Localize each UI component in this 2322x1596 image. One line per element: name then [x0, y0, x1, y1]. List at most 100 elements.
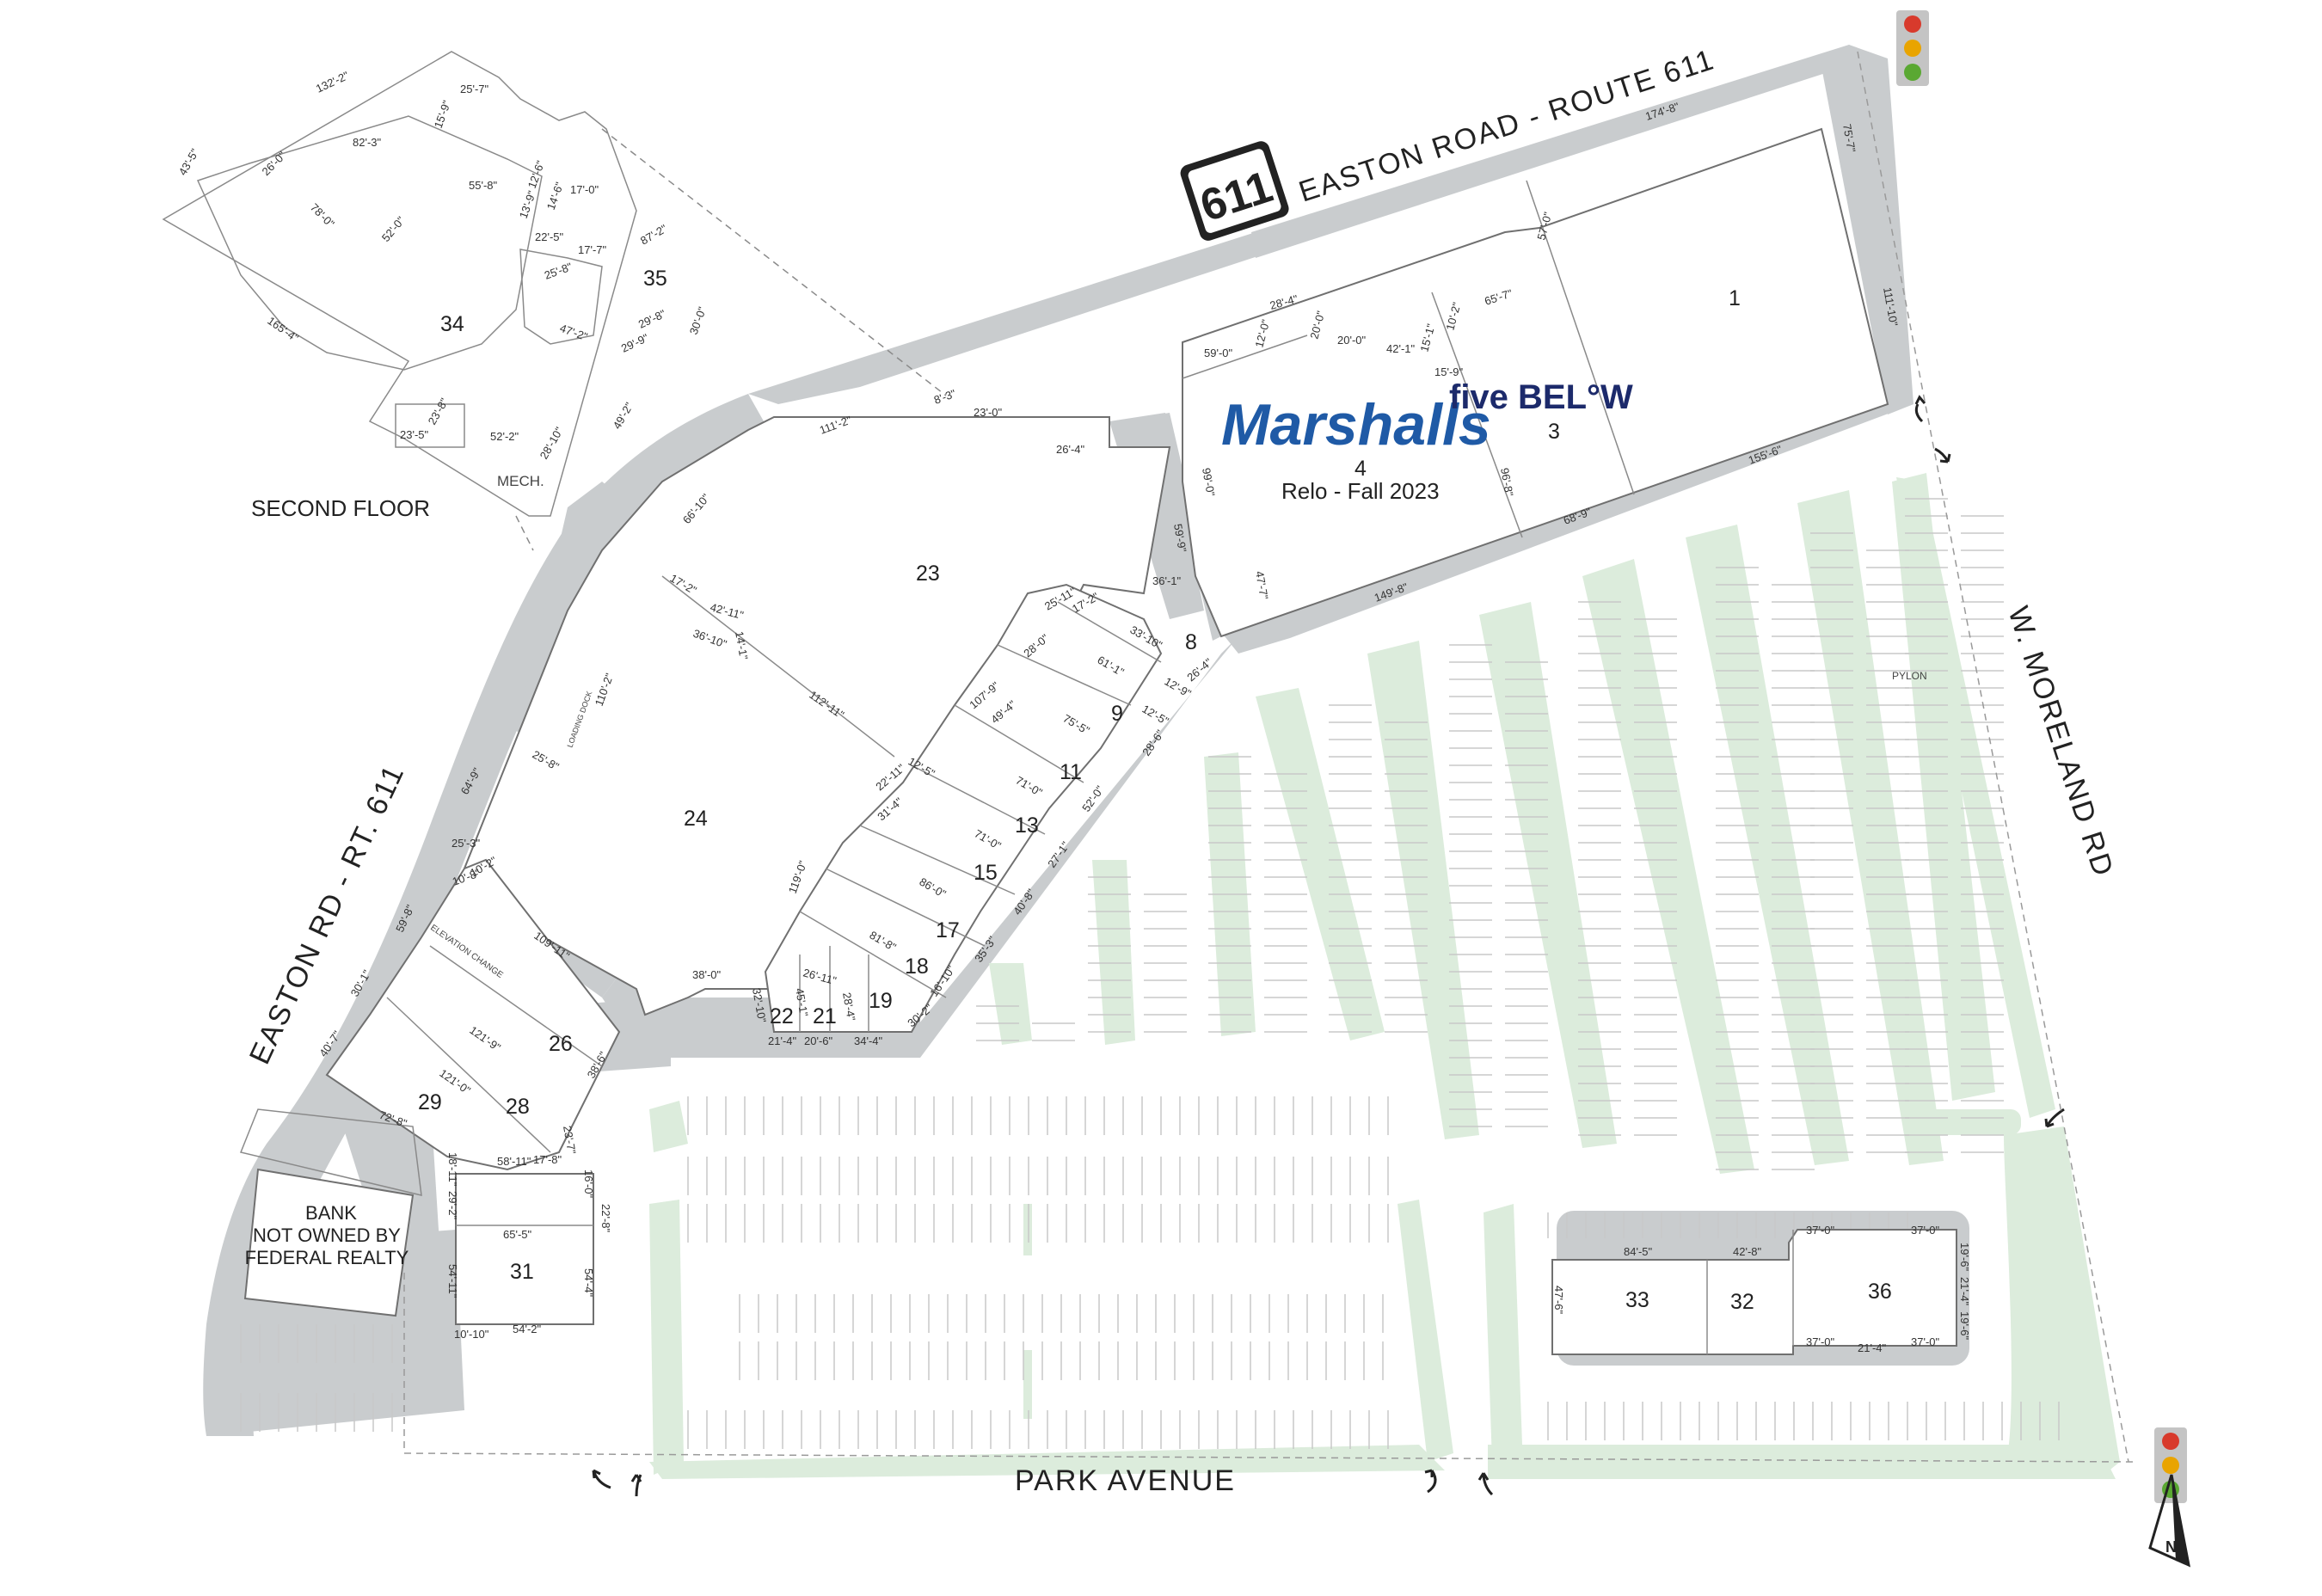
dim-label: 18'-11" — [446, 1152, 459, 1187]
dim-label: 52'-0" — [379, 214, 408, 244]
dim-label: 37'-0" — [1911, 1224, 1940, 1237]
dim-label: 23'-8" — [426, 396, 452, 427]
unit-22: 22 — [770, 1004, 794, 1028]
dim-label: 13'-9" — [517, 188, 539, 220]
dim-label: 29'-9" — [619, 331, 651, 355]
unit-34: 34 — [440, 312, 464, 336]
dim-label: 26'-4" — [1056, 443, 1085, 456]
dim-label: 99'-0" — [1200, 467, 1218, 498]
unit-21: 21 — [813, 1004, 837, 1028]
bank-label: BANK NOT OWNED BY FEDERAL REALTY — [245, 1202, 409, 1268]
traffic-light-icon — [2154, 1427, 2187, 1503]
svg-text:N: N — [2165, 1538, 2177, 1556]
dim-label: 15'-9" — [1434, 365, 1464, 378]
dim-label: 22'-5" — [535, 230, 564, 243]
dim-label: 58'-11" — [497, 1155, 531, 1168]
unit-24: 24 — [684, 807, 708, 831]
dim-label: 87'-2" — [638, 222, 670, 248]
turn-arrow-icon — [592, 395, 2065, 1497]
unit-3: 3 — [1548, 420, 1560, 444]
unit-4: 4 — [1354, 457, 1367, 481]
dim-label: 47'-7" — [1253, 570, 1271, 601]
dim-label: 37'-0" — [1806, 1224, 1835, 1237]
dim-label: 23'-5" — [400, 428, 429, 441]
dim-label: 21'-4" — [1858, 1341, 1887, 1354]
pylon-label: PYLON — [1892, 670, 1927, 682]
svg-text:FEDERAL REALTY: FEDERAL REALTY — [245, 1247, 409, 1268]
dim-label: 28'-10" — [538, 425, 566, 462]
dim-label: 21'-4" — [768, 1034, 797, 1047]
buildings — [162, 51, 1957, 1355]
site-boundary — [403, 51, 2134, 1463]
route-611-shield-icon: 611 — [1180, 141, 1289, 241]
unit-36: 36 — [1868, 1280, 1892, 1304]
dim-label: 17'-0" — [570, 183, 599, 196]
unit-18: 18 — [905, 955, 929, 979]
dim-label: 59'-9" — [1171, 523, 1189, 554]
parking-stalls — [240, 498, 2060, 1449]
dim-label: 132'-2" — [314, 69, 351, 95]
unit-33: 33 — [1625, 1288, 1649, 1312]
dim-label: 45'-1" — [793, 987, 811, 1018]
dim-label: 29'-8" — [636, 307, 668, 331]
dim-label: 78'-0" — [308, 201, 337, 230]
dim-label: 19'-6" — [1958, 1243, 1971, 1272]
dim-label: 42'-1" — [1386, 342, 1416, 355]
dim-label: 32'-10" — [750, 987, 769, 1024]
dim-label: 20'-0" — [1337, 334, 1367, 347]
unit-32: 32 — [1730, 1290, 1754, 1314]
dim-label: 30'-0" — [687, 304, 710, 336]
park-avenue-label: PARK AVENUE — [1015, 1464, 1236, 1497]
unit-28: 28 — [506, 1095, 530, 1119]
unit-31: 31 — [510, 1260, 534, 1284]
dim-label: 17'-8" — [533, 1153, 562, 1166]
unit-26: 26 — [549, 1032, 573, 1056]
dim-label: 16'-0" — [582, 1169, 595, 1199]
dim-label: 96'-8" — [1498, 467, 1516, 498]
five-below-logo: five BEL°W — [1449, 378, 1633, 416]
north-arrow-icon: N — [2148, 1474, 2191, 1568]
unit-11: 11 — [1060, 760, 1082, 784]
relo-note: Relo - Fall 2023 — [1281, 478, 1440, 504]
dim-label: 165'-4" — [265, 314, 301, 345]
dim-label: 19'-6" — [1958, 1311, 1971, 1341]
moreland-road-label: W. MORELAND RD — [2001, 603, 2120, 881]
dim-label: 14'-6" — [544, 180, 567, 212]
dim-label: 29'-2" — [446, 1191, 459, 1220]
dim-label: 54'-4" — [582, 1268, 595, 1298]
marshalls-logo: Marshalls — [1221, 392, 1491, 457]
unit-23: 23 — [916, 562, 940, 586]
dim-label: 17'-7" — [578, 243, 607, 256]
dim-label: 65'-5" — [503, 1228, 532, 1241]
unit-numbers: 1 3 4 8 9 11 13 15 17 18 19 21 22 23 24 … — [418, 267, 1892, 1314]
traffic-light-icon — [1896, 10, 1929, 86]
dim-label: 82'-3" — [353, 136, 382, 149]
unit-15: 15 — [974, 861, 998, 885]
dim-label: 12'-6" — [525, 158, 548, 190]
dim-label: 38'-0" — [692, 968, 722, 981]
dim-label: 49'-2" — [611, 400, 636, 432]
dim-label: 22'-8" — [599, 1204, 612, 1233]
dim-label: 42'-8" — [1733, 1245, 1762, 1258]
dim-label: 37'-0" — [1806, 1335, 1835, 1348]
dim-label: 55'-8" — [469, 179, 498, 192]
dim-label: 75'-7" — [1840, 123, 1858, 154]
dim-label: 37'-0" — [1911, 1335, 1940, 1348]
svg-text:BANK: BANK — [305, 1202, 357, 1224]
dim-label: 20'-6" — [804, 1034, 833, 1047]
unit-35: 35 — [643, 267, 667, 291]
dim-label: 34'-4" — [854, 1034, 883, 1047]
unit-13: 13 — [1015, 813, 1039, 838]
dim-label: 8'-3" — [932, 387, 958, 407]
dim-label: 52'-2" — [490, 430, 519, 443]
unit-19: 19 — [869, 989, 893, 1013]
unit-29: 29 — [418, 1090, 442, 1114]
dim-label: 47'-2" — [558, 322, 590, 344]
dim-label: 54'-11" — [446, 1264, 459, 1298]
unit-1: 1 — [1729, 286, 1741, 310]
dim-label: 84'-5" — [1624, 1245, 1653, 1258]
mech-label: MECH. — [497, 473, 544, 489]
parking-islands — [649, 473, 2120, 1479]
dim-label: 25'-8" — [543, 260, 574, 282]
